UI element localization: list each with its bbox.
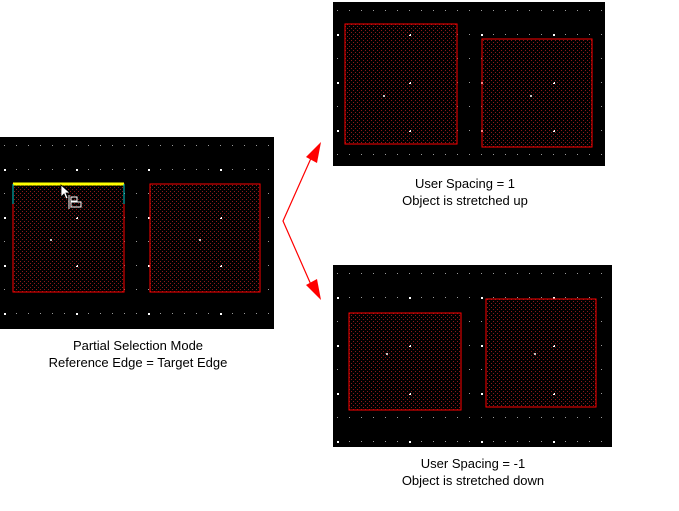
bottom-right-object-1-center: [386, 353, 388, 355]
bottom-right-canvas: [333, 265, 612, 447]
left-object-2-center: [199, 239, 201, 241]
align-cursor-icon: [60, 184, 82, 209]
left-canvas-drawing: [4, 145, 269, 315]
left-object-2[interactable]: [149, 183, 261, 293]
top-right-caption: User Spacing = 1 Object is stretched up: [360, 175, 570, 209]
bottom-right-caption-line-2: Object is stretched down: [401, 473, 545, 488]
left-caption-line-2: Reference Edge = Target Edge: [48, 355, 228, 370]
arrow-head-up: [306, 142, 321, 163]
bottom-right-object-1[interactable]: [348, 312, 462, 411]
bottom-right-caption: User Spacing = -1 Object is stretched do…: [368, 455, 578, 489]
top-right-canvas-drawing: [337, 10, 602, 155]
arrow-head-down: [306, 279, 321, 300]
left-object-1-center: [50, 239, 52, 241]
left-canvas: [0, 137, 274, 329]
top-right-caption-line-2: Object is stretched up: [402, 193, 528, 208]
top-right-object-1-center: [383, 95, 385, 97]
top-right-object-2[interactable]: [481, 38, 593, 148]
bottom-right-object-2[interactable]: [485, 298, 597, 408]
top-right-caption-line-1: User Spacing = 1: [414, 176, 516, 191]
arrow-lines: [282, 155, 313, 288]
top-right-object-1[interactable]: [344, 23, 458, 145]
top-right-object-2-center: [530, 95, 532, 97]
bottom-right-canvas-drawing: [337, 273, 602, 443]
bottom-right-caption-line-1: User Spacing = -1: [420, 456, 526, 471]
bottom-right-object-2-center: [534, 353, 536, 355]
left-caption: Partial Selection Mode Reference Edge = …: [20, 337, 256, 371]
left-caption-line-1: Partial Selection Mode: [72, 338, 204, 353]
bottom-right-grid-dots: [337, 273, 602, 443]
top-right-canvas: [333, 2, 605, 166]
